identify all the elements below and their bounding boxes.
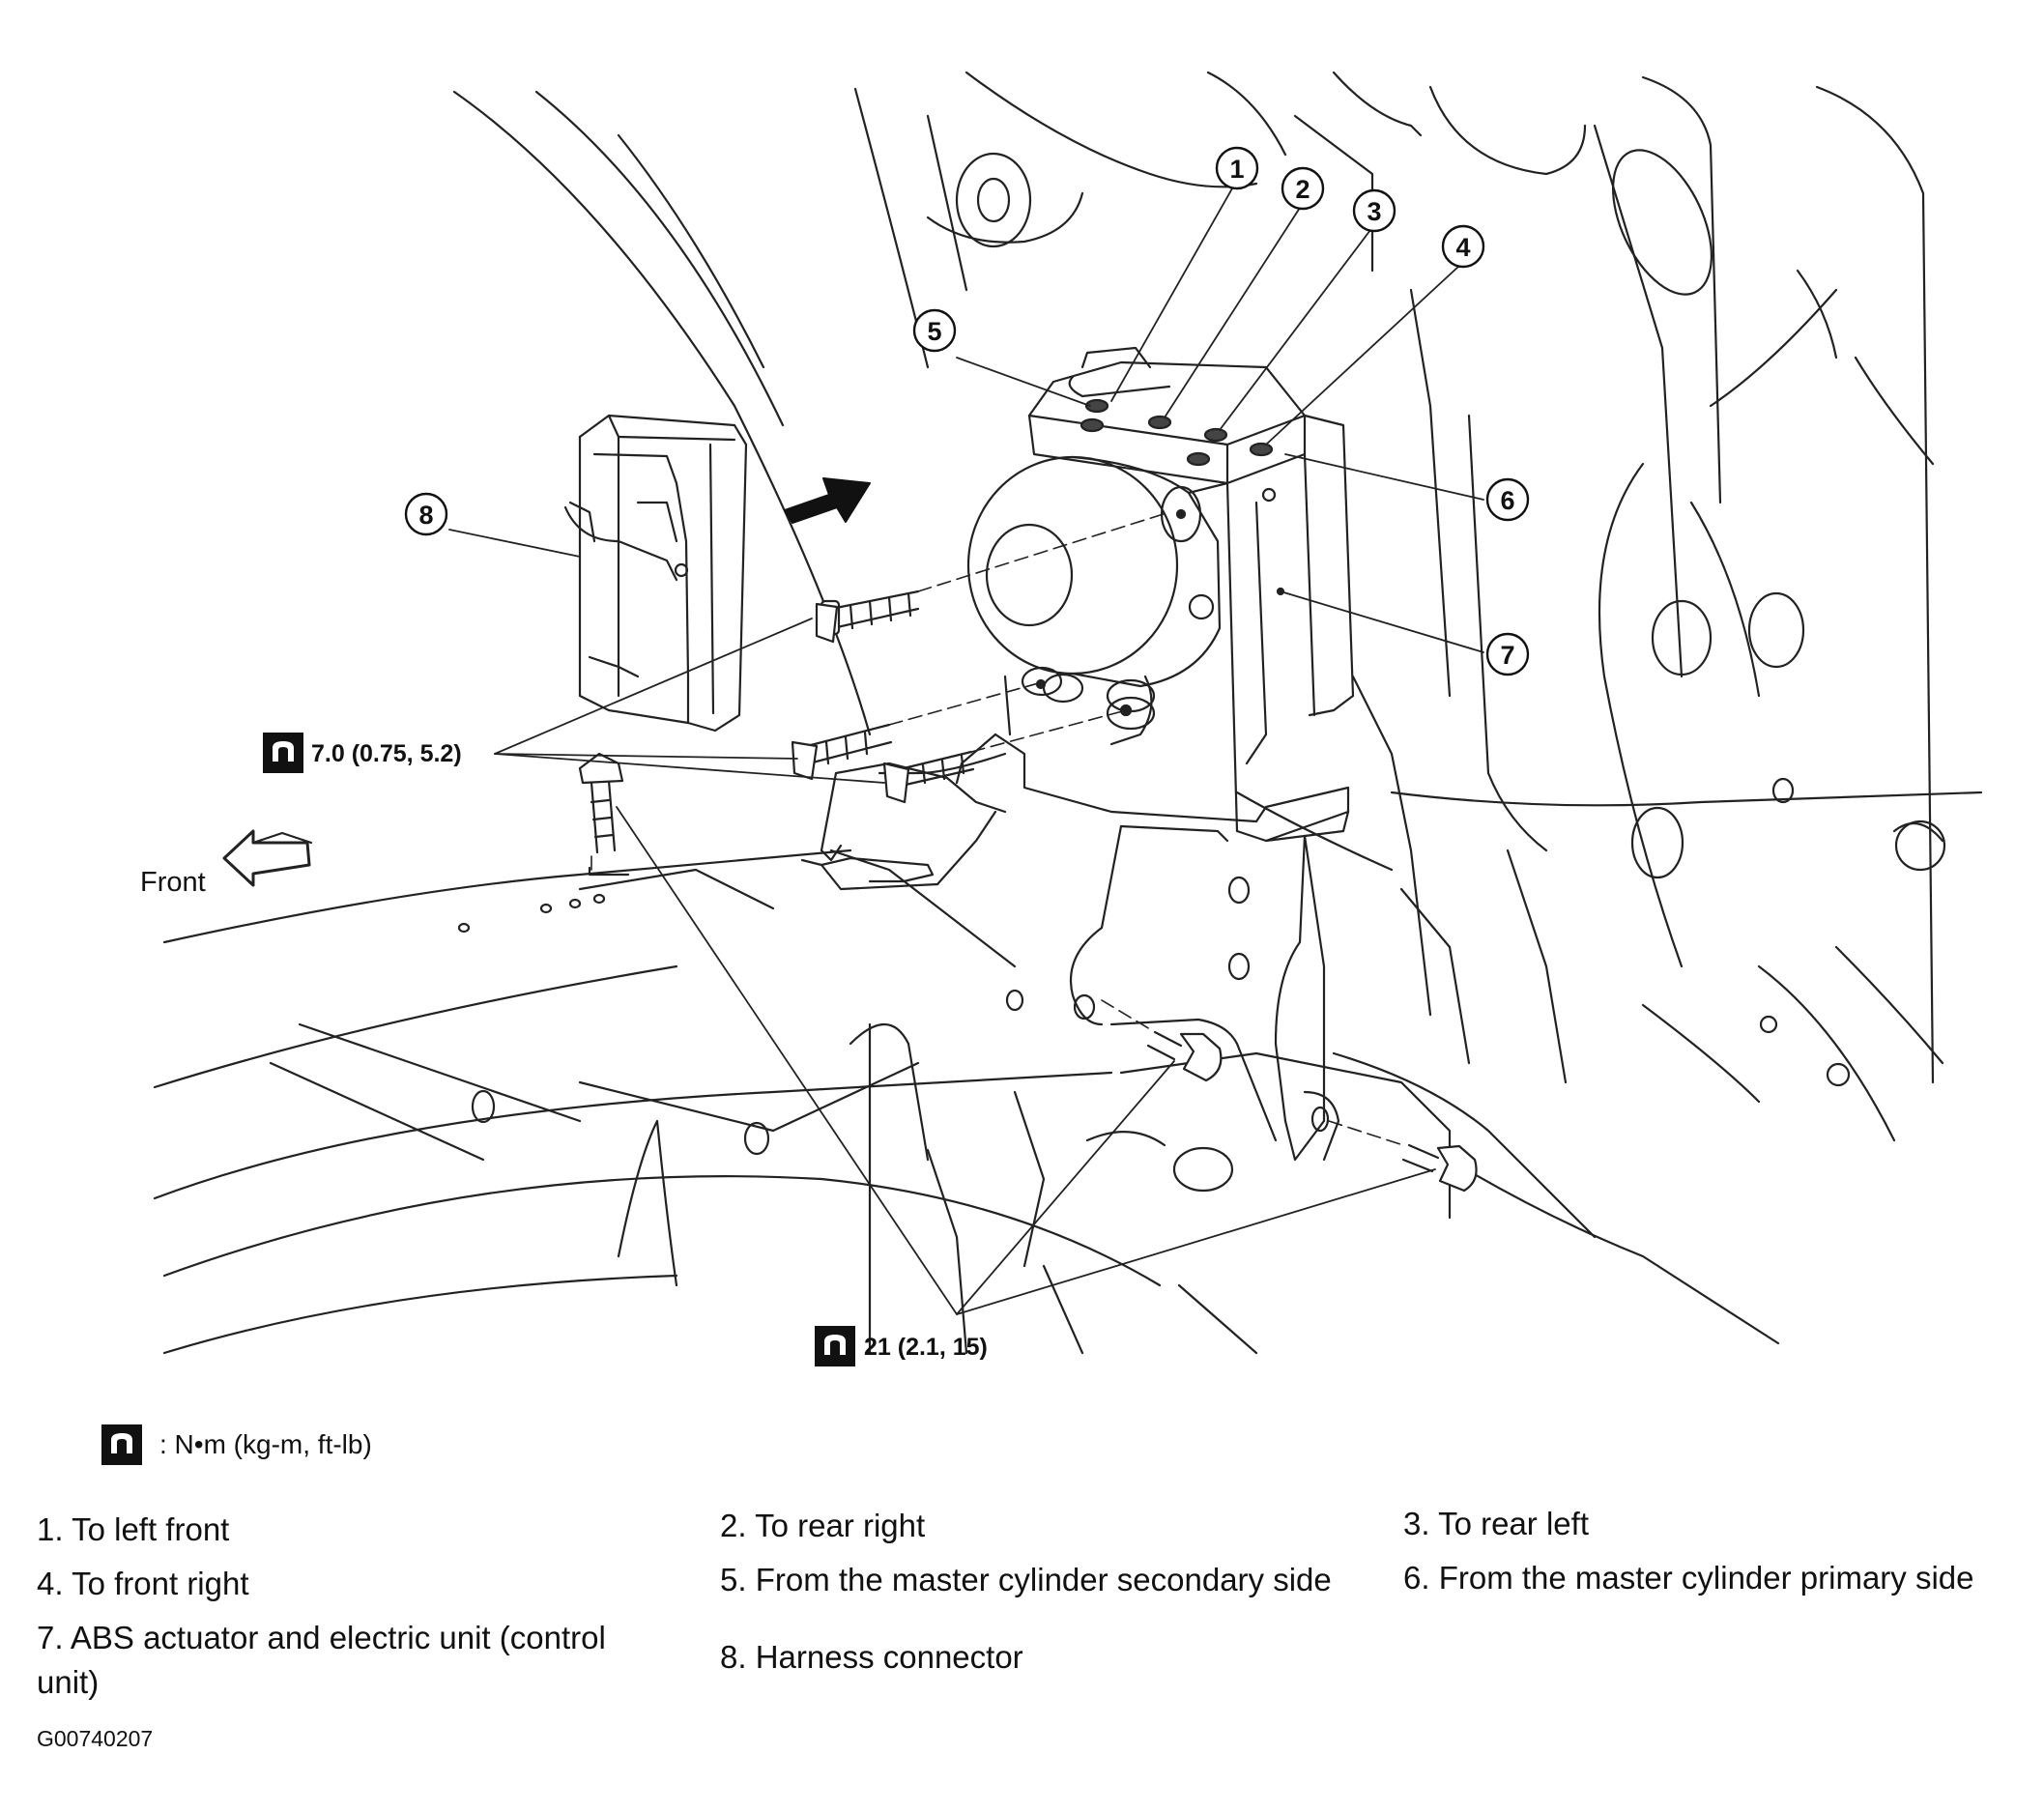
install-direction-arrow: [784, 477, 871, 524]
part-item-3: 3. To rear left: [1403, 1506, 1589, 1541]
actuator-bolt-upper: [815, 590, 920, 644]
callout-4: 4: [1441, 224, 1485, 269]
part-item-8: 8. Harness connector: [720, 1639, 1023, 1675]
part-item-5: 5. From the master cylinder secondary si…: [720, 1562, 1332, 1597]
torque-spec-bracket-bolts: 21 (2.1, 15): [813, 1324, 988, 1368]
svg-text:4: 4: [1455, 233, 1470, 262]
svg-text:7: 7: [1500, 641, 1514, 670]
vehicle-body-outline: [153, 71, 1983, 1355]
svg-text:5: 5: [927, 317, 941, 346]
callout-5: 5: [912, 308, 957, 353]
callout-2: 2: [1281, 166, 1325, 211]
bolt-axis-lines: [590, 511, 1404, 1146]
abs-actuator-unit: [966, 346, 1355, 843]
figure-id: G00740207: [37, 1726, 154, 1751]
callout-7: 7: [1485, 632, 1530, 676]
torque-unit-legend: : N•m (kg-m, ft-lb): [101, 1416, 372, 1474]
actuator-bolt-middle: [791, 723, 893, 781]
leader-lines: [448, 187, 1484, 1315]
part-item-1: 1. To left front: [37, 1511, 230, 1547]
torque-wrench-icon: [101, 1424, 142, 1465]
actuator-bolt-lower: [882, 750, 975, 804]
mounting-bracket: [800, 733, 1350, 1162]
part-item-6: 6. From the master cylinder primary side: [1403, 1560, 1974, 1596]
harness-connector: [563, 414, 748, 733]
abs-actuator-diagram: Front: [140, 71, 1983, 1368]
svg-text:8: 8: [418, 501, 433, 530]
svg-text:7.0 (0.75, 5.2): 7.0 (0.75, 5.2): [311, 740, 462, 767]
bracket-bolt-right-upper: [1146, 1030, 1223, 1082]
svg-text:2: 2: [1295, 175, 1310, 204]
svg-text:1: 1: [1229, 155, 1244, 184]
svg-text:21 (2.1, 15): 21 (2.1, 15): [864, 1334, 988, 1361]
callout-6: 6: [1485, 477, 1530, 522]
torque-spec-actuator-bolts: 7.0 (0.75, 5.2): [261, 731, 462, 775]
callout-3: 3: [1352, 188, 1396, 233]
part-item-2: 2. To rear right: [720, 1508, 926, 1543]
torque-unit-text: : N•m (kg-m, ft-lb): [159, 1429, 372, 1459]
svg-text:3: 3: [1367, 197, 1381, 226]
part-item-4: 4. To front right: [37, 1566, 249, 1601]
callout-1: 1: [1215, 146, 1259, 190]
svg-text:6: 6: [1500, 486, 1514, 515]
part-item-7: 7. ABS actuator and electric unit (contr…: [37, 1620, 606, 1700]
front-label: Front: [140, 867, 206, 898]
front-direction-arrow: Front: [140, 829, 313, 898]
bracket-bolt-right-lower: [1401, 1143, 1478, 1193]
callout-8: 8: [404, 492, 448, 536]
